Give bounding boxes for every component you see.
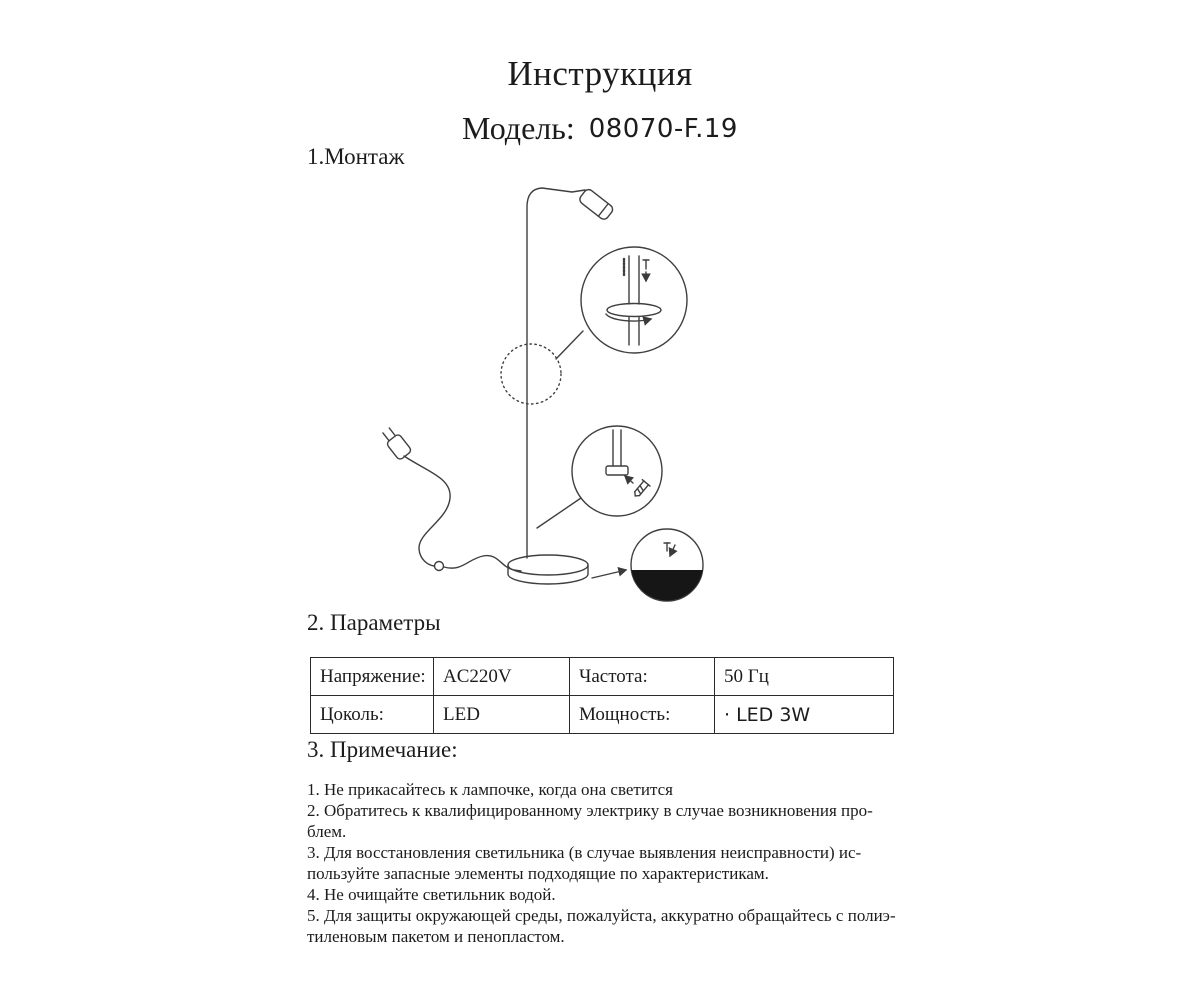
note-item: 3. Для восстановления светильника (в слу…	[307, 843, 862, 883]
param-value-cell: · LED 3W	[714, 695, 894, 734]
power-plug	[382, 427, 412, 460]
param-value-cell: 50 Гц	[714, 657, 894, 696]
detail-circle-rotate-joint	[580, 246, 688, 354]
param-label-cell: Напряжение:	[310, 657, 434, 696]
detail-circle-screw-joint	[536, 425, 663, 529]
page-title: Инструкция	[507, 54, 693, 93]
power-cord	[403, 455, 451, 567]
notes-heading: 3. Примечание:	[307, 737, 458, 762]
callout-arrow	[591, 566, 628, 579]
lamp-pole	[526, 187, 586, 559]
note-item: 4. Не очищайте светильник водой.	[307, 885, 556, 904]
callout-line	[536, 497, 582, 529]
pole-joint-callout	[500, 343, 562, 405]
assembly-heading: 1.Монтаж	[307, 144, 405, 169]
model-label: Модель:	[462, 110, 575, 146]
param-label-cell: Мощность:	[569, 695, 715, 734]
model-number: 08070-F.19	[588, 114, 738, 144]
callout-line	[555, 330, 584, 360]
notes-list: 1. Не прикасайтесь к лампочке, когда она…	[307, 779, 927, 947]
param-label-cell: Цоколь:	[310, 695, 434, 734]
lamp-base	[507, 554, 589, 585]
param-label-cell: Частота:	[569, 657, 715, 696]
note-item: 1. Не прикасайтесь к лампочке, когда она…	[307, 780, 673, 799]
lamp-head	[579, 188, 614, 220]
parameters-table: Напряжение: AC220V Частота: 50 Гц Цоколь…	[310, 657, 894, 734]
param-value-cell: LED	[433, 695, 570, 734]
note-item: 2. Обратитесь к квалифицированному элект…	[307, 801, 873, 841]
model-line: Модель: 08070-F.19	[0, 110, 1200, 147]
table-row: Напряжение: AC220V Частота: 50 Гц	[310, 657, 894, 696]
power-cord	[443, 554, 522, 572]
parameters-heading: 2. Параметры	[307, 610, 441, 635]
table-row: Цоколь: LED Мощность: · LED 3W	[310, 695, 894, 734]
cord-switch	[433, 560, 445, 572]
note-item: 5. Для защиты окружающей среды, пожалуйс…	[307, 906, 896, 946]
detail-circle-base-bottom	[591, 528, 704, 602]
param-value-cell: AC220V	[433, 657, 570, 696]
